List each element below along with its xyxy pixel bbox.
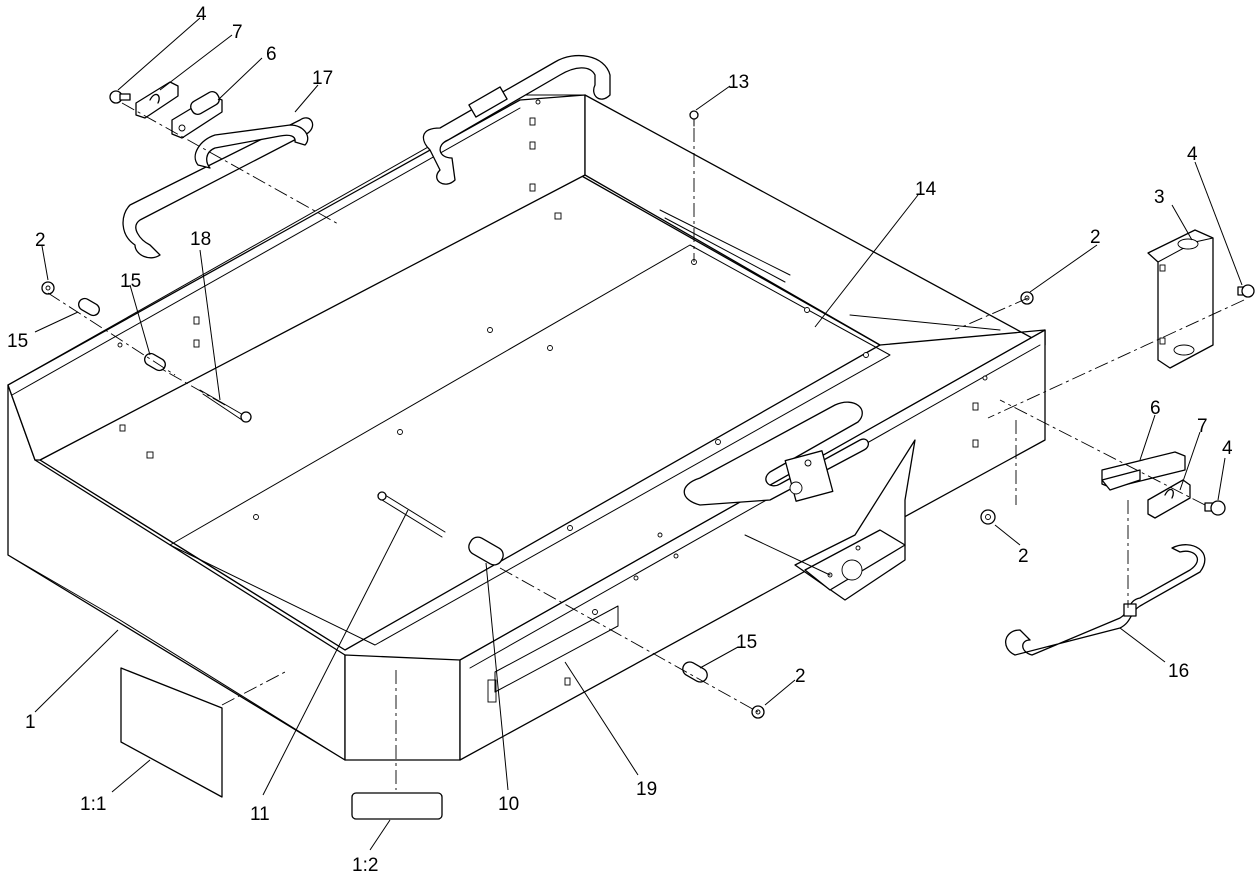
callout-4-top-left: 4 bbox=[196, 4, 207, 25]
callout-18: 18 bbox=[190, 229, 211, 250]
callout-7-top-left: 7 bbox=[232, 22, 243, 43]
tray-body bbox=[7, 94, 1046, 761]
handle-right bbox=[683, 401, 869, 506]
centerlines bbox=[47, 102, 1245, 790]
callout-15-left: 15 bbox=[7, 331, 28, 352]
callout-7-right: 7 bbox=[1197, 416, 1208, 437]
floor-holes bbox=[117, 99, 988, 703]
callout-14: 14 bbox=[915, 179, 937, 200]
callout-13: 13 bbox=[728, 72, 749, 93]
callout-2-bottom: 2 bbox=[795, 666, 806, 687]
decal-1-2 bbox=[351, 792, 443, 820]
screw-4-right bbox=[1237, 284, 1255, 298]
callout-6-right: 6 bbox=[1150, 398, 1161, 419]
latch-left bbox=[109, 81, 223, 139]
pin-17 bbox=[194, 124, 309, 169]
callout-10: 10 bbox=[498, 794, 519, 815]
leader-lines bbox=[34, 17, 1243, 851]
callout-2-left: 2 bbox=[35, 230, 46, 251]
callout-labels: 4 7 6 17 13 14 3 4 2 18 15 15 2 6 7 4 2 … bbox=[7, 4, 1233, 876]
callout-15-bottom: 15 bbox=[736, 632, 757, 653]
callout-6-top-left: 6 bbox=[266, 44, 277, 65]
callout-2-middle: 2 bbox=[1018, 546, 1029, 567]
side-slot bbox=[494, 605, 619, 693]
callout-2-right: 2 bbox=[1090, 227, 1101, 248]
callout-17: 17 bbox=[312, 68, 333, 89]
handle-16 bbox=[1005, 544, 1206, 656]
callout-4-lower-right: 4 bbox=[1222, 438, 1233, 459]
handle-left bbox=[122, 54, 611, 259]
callout-11: 11 bbox=[250, 804, 270, 825]
callout-16: 16 bbox=[1168, 661, 1189, 682]
callout-15-upper: 15 bbox=[120, 271, 141, 292]
callout-3: 3 bbox=[1154, 187, 1165, 208]
callout-19: 19 bbox=[636, 779, 657, 800]
mount-bracket bbox=[744, 439, 916, 601]
callout-1: 1 bbox=[25, 712, 36, 733]
callout-1-2: 1:2 bbox=[352, 855, 378, 876]
callout-4-right: 4 bbox=[1187, 144, 1198, 165]
decal-1-1 bbox=[120, 667, 223, 798]
callout-1-1: 1:1 bbox=[80, 794, 106, 815]
bracket-3 bbox=[1147, 229, 1214, 369]
